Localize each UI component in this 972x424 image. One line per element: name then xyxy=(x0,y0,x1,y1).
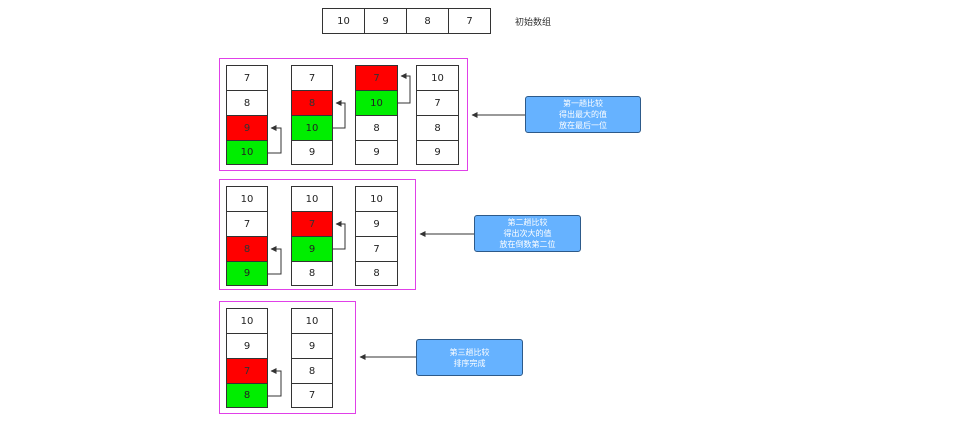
pass-1-note: 第一趟比较 得出最大的值 放在最后一位 xyxy=(525,96,641,133)
swapped-cell: 9 xyxy=(291,236,333,262)
note-line: 排序完成 xyxy=(453,358,486,368)
swap-connector xyxy=(333,221,346,250)
array-cell: 8 xyxy=(291,261,333,286)
compared-cell: 8 xyxy=(226,236,268,262)
pass-2-note: 第二趟比较 得出次大的值 放在倒数第二位 xyxy=(474,215,581,252)
array-cell: 7 xyxy=(226,211,268,237)
array-cell: 8 xyxy=(355,261,398,286)
pass-1-frame xyxy=(219,58,468,171)
note-line: 第二趟比较 xyxy=(507,218,548,227)
array-cell: 7 xyxy=(416,90,459,116)
note-line: 第三趟比较 xyxy=(449,347,490,357)
swap-connector xyxy=(398,73,411,104)
pass-3-frame xyxy=(219,301,356,414)
swapped-cell: 9 xyxy=(226,261,268,286)
initial-cell: 7 xyxy=(448,8,491,34)
array-cell: 9 xyxy=(355,140,398,165)
array-cell: 10 xyxy=(291,308,333,334)
note-line: 放在倒数第二位 xyxy=(499,240,556,249)
array-cell: 9 xyxy=(355,211,398,237)
swap-connector xyxy=(268,368,282,397)
pass-3-note: 第三趟比较 排序完成 xyxy=(416,339,523,376)
swap-connector xyxy=(333,100,346,129)
note-line: 放在最后一位 xyxy=(559,121,607,130)
note-line: 第一趟比较 xyxy=(563,99,603,108)
swap-connector xyxy=(268,246,282,275)
swap-connector xyxy=(268,125,282,154)
initial-cell: 10 xyxy=(322,8,365,34)
note-line: 得出次大的值 xyxy=(503,229,552,238)
swapped-cell: 10 xyxy=(226,140,268,165)
array-cell: 9 xyxy=(416,140,459,165)
compared-cell: 7 xyxy=(355,65,398,91)
initial-array-label: 初始数组 xyxy=(515,18,552,28)
array-cell: 8 xyxy=(416,115,459,141)
note-line: 得出最大的值 xyxy=(559,110,607,119)
array-cell: 10 xyxy=(291,186,333,212)
pass-2-frame xyxy=(219,179,416,290)
array-cell: 10 xyxy=(355,186,398,212)
initial-cell: 9 xyxy=(364,8,407,34)
compared-cell: 7 xyxy=(291,211,333,237)
array-cell: 8 xyxy=(291,358,333,384)
array-cell: 10 xyxy=(416,65,459,91)
array-cell: 9 xyxy=(291,140,333,165)
array-cell: 7 xyxy=(291,65,333,91)
swapped-cell: 8 xyxy=(226,383,268,408)
array-cell: 8 xyxy=(355,115,398,141)
array-cell: 10 xyxy=(226,186,268,212)
array-cell: 7 xyxy=(291,383,333,408)
swapped-cell: 10 xyxy=(355,90,398,116)
array-cell: 7 xyxy=(355,236,398,262)
